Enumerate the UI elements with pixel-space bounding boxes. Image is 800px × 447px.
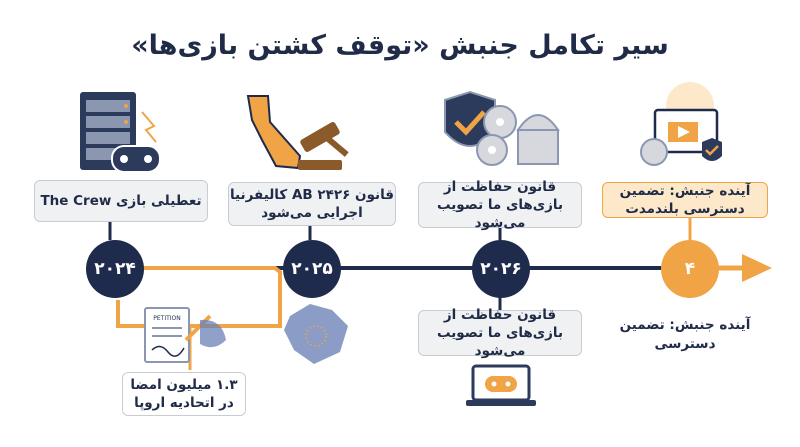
timeline-arrow-icon <box>742 254 772 282</box>
petition-branch-line <box>116 266 282 328</box>
california-gavel-icon <box>246 95 349 170</box>
laptop-gamepad-icon <box>466 364 536 406</box>
milestone-box-2024: تعطیلی بازی The Crew <box>34 180 208 222</box>
server-controller-icon <box>80 92 161 173</box>
page-title: سیر تکامل جنبش «توقف کشتن بازی‌ها» <box>131 30 669 61</box>
future-note-text: آینده جنبش: تضمین دسترسی <box>619 317 751 352</box>
milestone-box-2025: قانون AB ۲۴۲۶ کالیفرنیا اجرایی می‌شود <box>228 182 396 226</box>
law-duplicate-box: قانون حفاظت از بازی‌های ما تصویب می‌شود <box>418 307 582 359</box>
petition-icon: PETITION <box>144 307 226 363</box>
timeline-node-2024: ۲۰۲۴ <box>86 240 144 298</box>
petition-box: ۱.۳ میلیون امضا در اتحادیه اروپا <box>122 372 246 416</box>
timeline-node-2026: ۲۰۲۶ <box>472 240 530 298</box>
shield-disc-capitol-icon <box>444 90 560 166</box>
milestone-box-2026: قانون حفاظت از بازی‌های ما تصویب می‌شود <box>418 179 582 231</box>
screen-disc-shield-icon <box>640 82 722 166</box>
timeline-node-future: ۴ <box>661 240 719 298</box>
petition-sign-text: PETITION <box>153 315 181 322</box>
eu-map-icon <box>284 304 348 364</box>
milestone-box-future: آینده جنبش: تضمین دسترسی بلندمدت <box>602 182 768 218</box>
timeline-node-2025: ۲۰۲۵ <box>283 240 341 298</box>
